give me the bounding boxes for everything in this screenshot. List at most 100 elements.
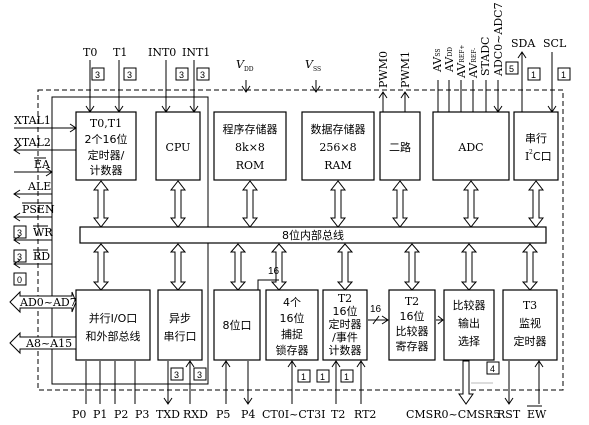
svg-text:P3: P3 [135, 408, 149, 421]
i2c-scl: SCL 1 [543, 37, 571, 81]
svg-text:P5: P5 [216, 408, 230, 421]
bottom-cmsr-outputs: 4 CMSR0~CMSR5 [406, 360, 500, 421]
i2c-block [513, 111, 559, 181]
svg-text:3: 3 [17, 228, 22, 238]
svg-text:16位: 16位 [333, 304, 358, 318]
svg-text:CT0I~CT3I: CT0I~CT3I [262, 408, 325, 421]
adc-pin-lines [437, 80, 503, 113]
svg-text:3: 3 [174, 370, 179, 380]
svg-text:16: 16 [268, 266, 280, 277]
svg-text:RT2: RT2 [354, 408, 376, 421]
svg-text:WR: WR [33, 226, 53, 239]
t1-arrow [114, 60, 124, 113]
svg-text:比较器: 比较器 [453, 298, 486, 312]
svg-text:V: V [236, 58, 245, 71]
svg-text:STADC: STADC [479, 37, 492, 76]
svg-text:捕捉: 捕捉 [281, 327, 303, 341]
svg-text:输出: 输出 [458, 316, 480, 330]
cmp-to-select-arrow [436, 315, 444, 325]
cpu-block [155, 111, 201, 181]
svg-text:计数器: 计数器 [90, 164, 123, 177]
svg-text:DD: DD [244, 66, 254, 73]
svg-text:AVDD: AVDD [443, 47, 456, 73]
svg-text:2个16位: 2个16位 [85, 132, 128, 146]
left-signal-xtal2: XTAL2 [13, 136, 76, 155]
svg-text:8位口: 8位口 [223, 318, 252, 332]
svg-text:EW: EW [527, 408, 547, 421]
svg-text:/事件: /事件 [332, 331, 358, 344]
svg-text:并行I/O口: 并行I/O口 [89, 311, 138, 325]
svg-text:4个: 4个 [283, 296, 301, 309]
timer-block [75, 111, 137, 181]
svg-text:V: V [305, 58, 314, 71]
svg-text:8位内部总线: 8位内部总线 [282, 228, 344, 242]
svg-text:1: 1 [320, 372, 325, 382]
svg-text:定时器: 定时器 [329, 317, 362, 331]
pwm-block [379, 111, 421, 181]
svg-text:INT1: INT1 [182, 46, 210, 59]
left-signal-ea: EA [14, 157, 53, 177]
svg-text:CMSR0~CMSR5: CMSR0~CMSR5 [406, 408, 500, 421]
svg-text:锁存器: 锁存器 [276, 343, 309, 357]
vdd-label: V DD [236, 58, 254, 73]
t3-watchdog-block [502, 289, 558, 361]
svg-text:INT0: INT0 [148, 46, 176, 59]
top-signal-t1: T1 3 [113, 46, 137, 81]
svg-text:AVREF+: AVREF+ [455, 45, 468, 79]
t2-link: 16 [368, 304, 389, 325]
svg-text:16: 16 [370, 304, 382, 315]
adc-pin-labels: AVSS AVDD AVREF+ AVREF- STADC ADC0~ADC7 [431, 2, 505, 79]
svg-text:TXD: TXD [156, 408, 180, 421]
svg-text:RD: RD [33, 250, 50, 263]
svg-text:寄存器: 寄存器 [396, 339, 429, 353]
top-signal-int1: INT1 3 [182, 46, 210, 81]
bottom-p5-p4: P5 P4 [216, 360, 255, 421]
svg-text:SDA: SDA [511, 37, 536, 50]
svg-text:计数器: 计数器 [329, 344, 362, 357]
bottom-port-lines: P0 P1 P2 P3 [72, 361, 149, 421]
svg-text:3: 3 [127, 70, 132, 80]
bottom-t2-inputs: 1 1 T2 RT2 [316, 360, 376, 421]
i2c-lines [517, 51, 557, 113]
svg-text:P1: P1 [93, 408, 107, 421]
svg-text:EA: EA [34, 158, 51, 171]
svg-text:T2: T2 [331, 408, 345, 421]
left-signal-rd: 3 RD [13, 249, 52, 269]
adc-num-box: 5 [505, 61, 519, 75]
svg-text:5: 5 [509, 64, 514, 74]
capture-block [265, 289, 319, 361]
svg-text:串行: 串行 [525, 132, 547, 145]
svg-text:C口: C口 [533, 150, 552, 163]
svg-text:程序存储器: 程序存储器 [223, 122, 278, 136]
i2c-sda: SDA 1 [511, 37, 541, 81]
svg-text:1: 1 [301, 372, 306, 382]
svg-text:CPU: CPU [166, 141, 191, 154]
svg-text:3: 3 [200, 70, 205, 80]
vss-arrow [311, 80, 321, 93]
svg-text:串行口: 串行口 [164, 330, 197, 343]
svg-text:ADC0~ADC7: ADC0~ADC7 [492, 2, 505, 77]
watermark: 一 [470, 370, 494, 398]
left-signal-psen: PSEN [13, 202, 55, 222]
vss-label: V SS [305, 58, 321, 73]
vdd-arrow [241, 80, 251, 93]
compare-select-block [443, 289, 495, 361]
left-signal-ad-bus: AD0~AD7 [9, 290, 77, 314]
top-signal-t0: T0 3 [83, 46, 105, 81]
svg-text:T0,T1: T0,T1 [90, 117, 122, 130]
svg-text:AVSS: AVSS [431, 49, 444, 73]
svg-text:ALE: ALE [27, 180, 51, 193]
top-bus-arrows [92, 180, 545, 228]
svg-text:监视: 监视 [519, 316, 541, 330]
svg-text:3: 3 [95, 70, 100, 80]
svg-text:3: 3 [179, 70, 184, 80]
svg-text:T0: T0 [83, 46, 97, 59]
pwm0-arrow [378, 91, 388, 112]
left-signal-ale: ALE [13, 180, 52, 199]
svg-text:XTAL2: XTAL2 [14, 136, 51, 149]
pwm0-label: PWM0 [377, 51, 390, 88]
svg-text:RAM: RAM [324, 159, 352, 172]
svg-text:A8~A15: A8~A15 [25, 337, 72, 350]
